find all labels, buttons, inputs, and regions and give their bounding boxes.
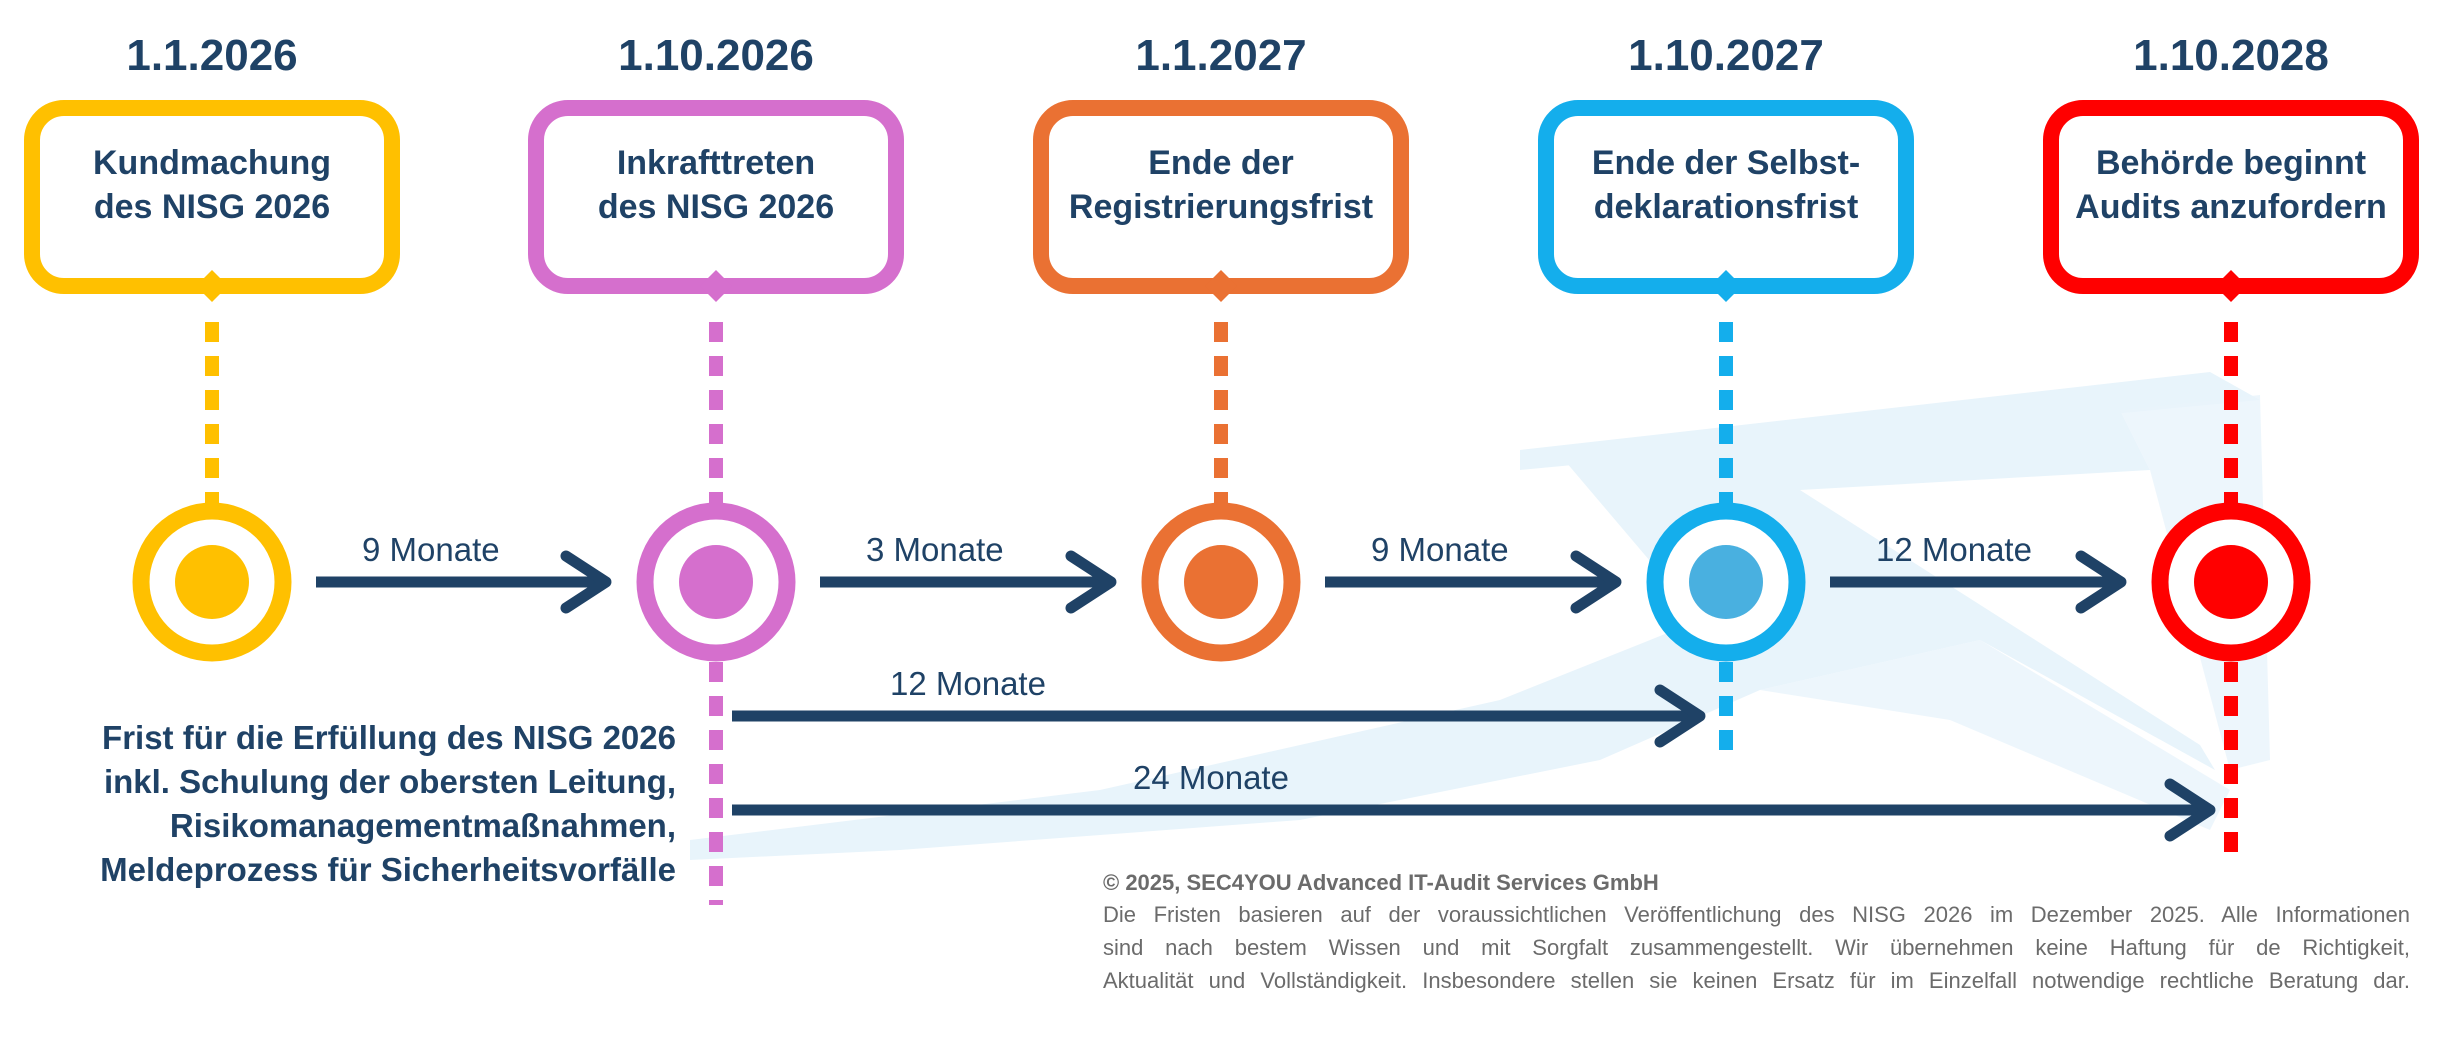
- milestone-title: Kundmachung des NISG 2026: [42, 110, 382, 260]
- milestone-date: 1.10.2028: [2133, 31, 2329, 80]
- milestone-date: 1.10.2026: [618, 31, 814, 80]
- milestone-pointer: [1205, 270, 1237, 302]
- arrow-right-icon: [560, 550, 612, 614]
- deadline-line: Frist für die Erfüllung des NISG 2026: [102, 719, 676, 756]
- target-core-icon: [175, 545, 249, 619]
- arrow-right-icon: [2164, 778, 2216, 842]
- footer: © 2025, SEC4YOU Advanced IT-Audit Servic…: [1103, 868, 2410, 997]
- milestone-title-line: des NISG 2026: [597, 188, 835, 226]
- disclaimer-line: Die Fristen basieren auf der voraussicht…: [1103, 902, 2410, 927]
- milestone-date: 1.10.2027: [1628, 31, 1824, 80]
- duration-label: 12 Monate: [1876, 531, 2032, 568]
- milestone-title-line: Ende der: [1148, 144, 1294, 182]
- target-core-icon: [1184, 545, 1258, 619]
- milestone-title-line: Ende der Selbst-: [1591, 144, 1861, 182]
- milestone-boxes: [24, 100, 2419, 302]
- disclaimer-line: Aktualität und Vollständigkeit. Insbeson…: [1103, 968, 2410, 993]
- deadline-line: inkl. Schulung der obersten Leitung,: [103, 763, 676, 800]
- duration-label: 12 Monate: [890, 665, 1046, 702]
- copyright-notice: © 2025, SEC4YOU Advanced IT-Audit Servic…: [1103, 870, 1659, 895]
- deadline-line: Meldeprozess für Sicherheitsvorfälle: [100, 851, 676, 888]
- milestone-title-line: Audits anzufordern: [2075, 188, 2387, 226]
- target-core-icon: [1689, 545, 1763, 619]
- disclaimer-text: Die Fristen basieren auf der voraussicht…: [1103, 898, 2410, 997]
- disclaimer-line: sind nach bestem Wissen und mit Sorgfalt…: [1103, 935, 2410, 960]
- target-core-icon: [679, 545, 753, 619]
- milestone-pointer: [1710, 270, 1742, 302]
- milestone-title-line: deklarationsfrist: [1593, 188, 1859, 226]
- milestone-title: Ende der Selbst-deklarationsfrist: [1556, 110, 1896, 260]
- milestone-pointer: [700, 270, 732, 302]
- milestone-title-line: Inkrafttreten: [616, 144, 816, 182]
- arrow-right-icon: [1065, 550, 1117, 614]
- watermark-shape: [690, 410, 2215, 860]
- milestone-pointer: [2215, 270, 2247, 302]
- milestone-title-line: Kundmachung: [93, 144, 331, 182]
- duration-label: 9 Monate: [1371, 531, 1509, 568]
- milestone-date: 1.1.2027: [1135, 31, 1307, 80]
- duration-label: 24 Monate: [1133, 759, 1289, 796]
- milestone-title-line: Behörde beginnt: [2095, 144, 2367, 182]
- duration-label: 3 Monate: [866, 531, 1004, 568]
- arrow-right-icon: [1654, 684, 1706, 748]
- compliance-deadline-note: Frist für die Erfüllung des NISG 2026 in…: [100, 716, 676, 892]
- deadline-line: Risikomanagementmaßnahmen,: [169, 807, 676, 844]
- brand-watermark-icon: [690, 372, 2270, 860]
- duration-label: 9 Monate: [362, 531, 500, 568]
- milestone-title-line: des NISG 2026: [93, 188, 331, 226]
- milestone-title-line: Registrierungsfrist: [1068, 188, 1374, 226]
- arrow-right-icon: [1570, 550, 1622, 614]
- milestone-title: Inkrafttreten des NISG 2026: [546, 110, 886, 260]
- milestone-date: 1.1.2026: [126, 31, 298, 80]
- milestone-nodes: [132, 502, 2311, 662]
- milestone-pointer: [196, 270, 228, 302]
- watermark-shape: [1760, 640, 2230, 830]
- target-core-icon: [2194, 545, 2268, 619]
- duration-arrows: [316, 550, 2216, 842]
- arrow-right-icon: [2075, 550, 2127, 614]
